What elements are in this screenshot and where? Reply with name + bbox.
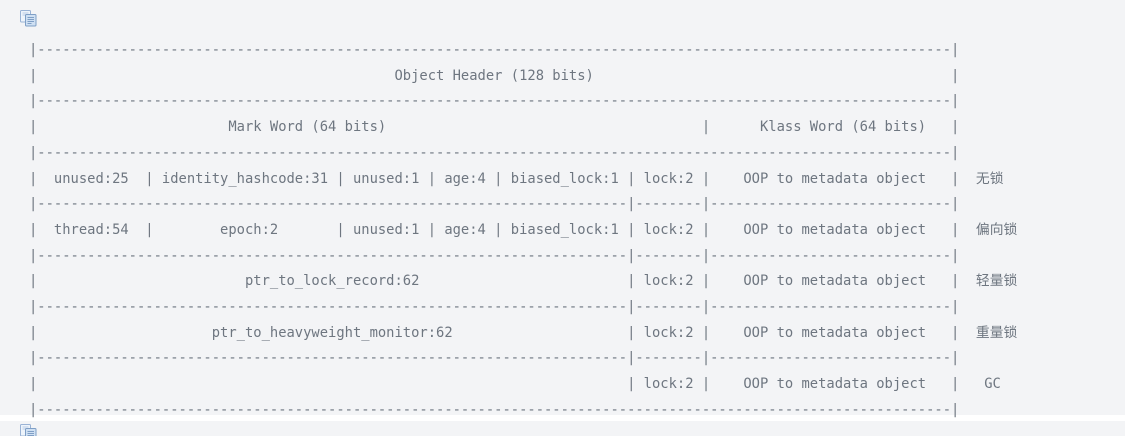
code-line: |---------------------------------------… [29,350,960,367]
code-line: |---------------------------------------… [29,401,960,418]
code-line: |---------------------------------------… [29,144,960,161]
copy-code-button[interactable] [19,424,39,436]
ascii-diagram-object-header: |---------------------------------------… [29,38,1125,424]
copy-code-button[interactable] [19,10,39,28]
code-line: | thread:54 | epoch:2 | unused:1 | age:4… [29,221,1018,238]
code-line: | Object Header (128 bits) | [29,67,960,84]
copy-icon [20,10,37,27]
code-line: | ptr_to_heavyweight_monitor:62 | lock:2… [29,324,1018,341]
code-block-object-header: |---------------------------------------… [0,0,1125,418]
code-line: |---------------------------------------… [29,196,960,213]
code-line: |---------------------------------------… [29,299,960,316]
code-line: | Mark Word (64 bits) | Klass Word (64 b… [29,119,960,136]
code-line: |---------------------------------------… [29,93,960,110]
code-line: | unused:25 | identity_hashcode:31 | unu… [29,170,1004,187]
code-line: |---------------------------------------… [29,247,960,264]
code-line: |---------------------------------------… [29,42,960,58]
copy-icon [20,424,37,436]
code-line: | | lock:2 | OOP to metadata object | GC [29,376,1001,393]
code-line: | ptr_to_lock_record:62 | lock:2 | OOP t… [29,273,1018,290]
code-block-next [0,421,1125,436]
